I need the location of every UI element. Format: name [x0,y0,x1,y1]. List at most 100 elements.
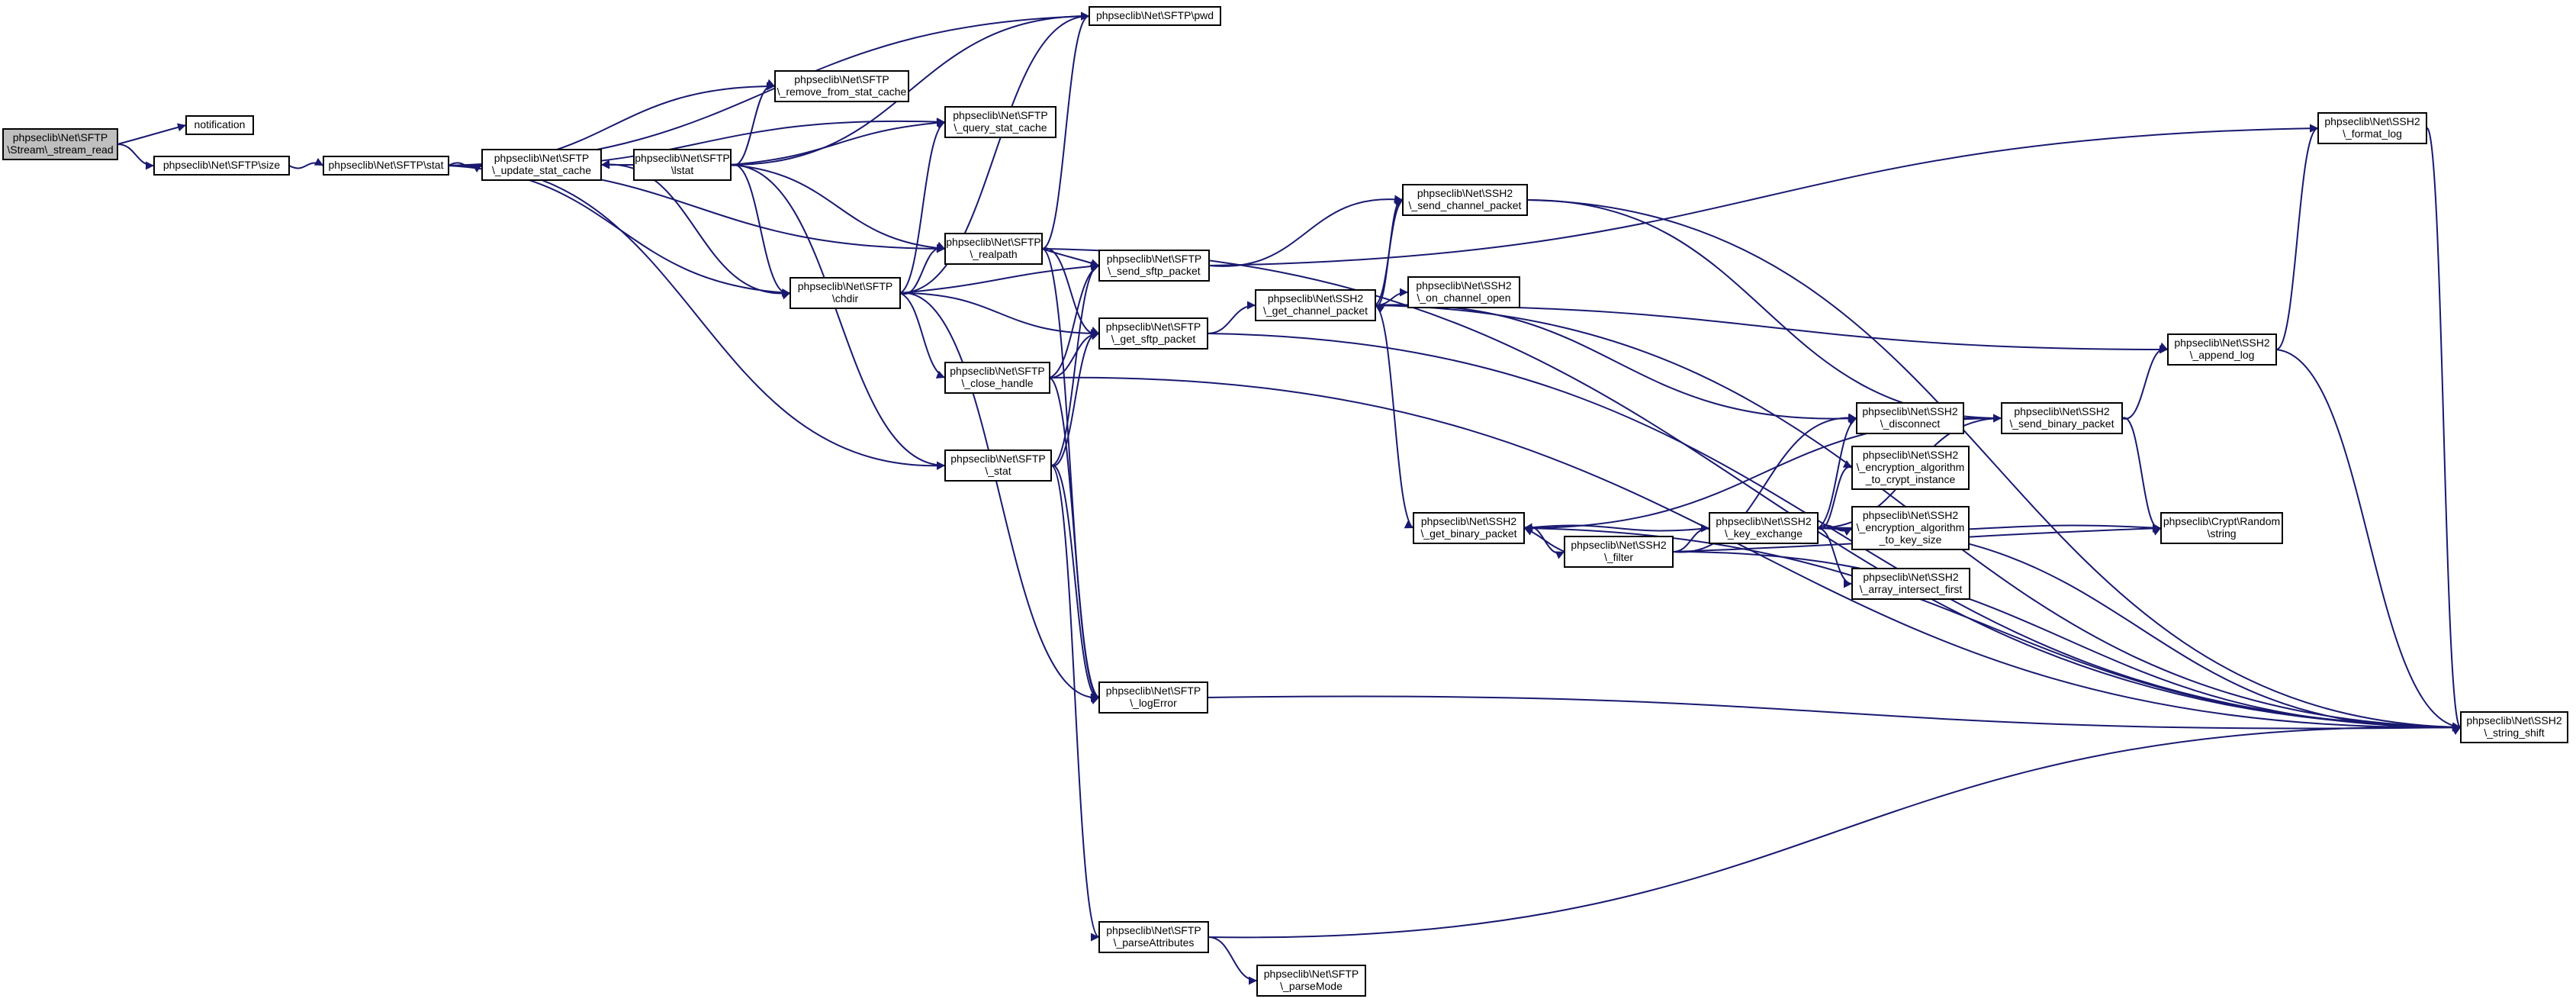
edge-key_exchange-to-get_binary_packet [1523,523,1710,532]
node-box [944,449,1052,482]
edge-key_exchange-to-encryption_algorithm_to_crypt_instance [1817,459,1853,530]
node-label-line: phpseclib\Net\SFTP [953,109,1048,121]
node-box [633,149,732,181]
node-box [790,277,901,309]
edge-parseAttributes-to-string_shift [1208,723,2462,939]
node-format-log[interactable]: phpseclib\Net\SSH2\_format_log [2317,112,2427,144]
node-notification[interactable]: notification [185,115,254,135]
node-query-stat-cache[interactable]: phpseclib\Net\SFTP\_query_stat_cache [944,106,1056,138]
edge-realpath-to-pwd [1041,11,1090,250]
node-label-line: \_update_stat_cache [492,164,591,176]
edge-path [2275,124,2319,350]
node-box [1255,289,1376,321]
edge-path [1817,527,1853,588]
edge-chdir-to-send_sftp_packet [899,262,1100,294]
edge-path [730,164,946,253]
edge-sftp_stat-to-send_sftp_packet [1050,261,1100,466]
node-get-binary-packet[interactable]: phpseclib\Net\SSH2\_get_binary_packet [1413,512,1525,544]
edge-path [730,11,1090,166]
node-key-exchange[interactable]: phpseclib\Net\SSH2\_key_exchange [1709,512,1819,544]
node-label-line: phpseclib\Net\SSH2 [1571,539,1667,551]
edge-path [1672,413,1857,553]
node-get-sftp-packet[interactable]: phpseclib\Net\SFTP\_get_sftp_packet [1098,317,1208,350]
node-logError[interactable]: phpseclib\Net\SFTP\_logError [1098,681,1208,714]
node-stat[interactable]: phpseclib\Net\SFTP\stat [323,156,449,176]
node-send-binary-packet[interactable]: phpseclib\Net\SSH2\_send_binary_packet [2001,402,2123,434]
edge-realpath-to-get_sftp_packet [1041,247,1100,340]
node-remove-from-stat-cache[interactable]: phpseclib\Net\SFTP\_remove_from_stat_cac… [774,70,909,102]
edge-path [1375,304,2169,354]
edge-path [117,123,187,145]
edge-path [1049,264,1100,379]
edge-path [1050,261,1100,466]
node-stream-read[interactable]: phpseclib\Net\SFTP\Stream\_stream_read [2,128,118,160]
edge-get_sftp_packet-to-get_channel_packet [1207,301,1256,334]
node-string-shift[interactable]: phpseclib\Net\SSH2\_string_shift [2460,711,2568,743]
node-box [2460,711,2568,743]
edge-lstat-to-sftp_stat [730,164,946,470]
edge-sftp_stat-to-logError [1050,464,1100,704]
node-pwd[interactable]: phpseclib\Net\SFTP\pwd [1089,6,1221,26]
node-box [1098,681,1208,714]
node-label-line: phpseclib\Net\SFTP\stat [329,159,444,171]
edge-path [1523,527,2462,732]
edge-path [1208,124,2319,266]
node-size[interactable]: phpseclib\Net\SFTP\size [153,156,290,176]
node-append-log[interactable]: phpseclib\Net\SSH2\_append_log [2167,333,2277,366]
node-encryption-algorithm-to-key-size[interactable]: phpseclib\Net\SSH2\_encryption_algorithm… [1851,506,1970,550]
node-label-line: phpseclib\Net\SFTP [798,280,893,292]
node-label-line: phpseclib\Net\SFTP\size [163,159,280,171]
node-send-sftp-packet[interactable]: phpseclib\Net\SFTP\_send_sftp_packet [1098,250,1210,282]
node-on-channel-open[interactable]: phpseclib\Net\SSH2\_on_channel_open [1407,276,1520,308]
node-label-line: phpseclib\Net\SSH2 [2174,337,2270,349]
node-box [1098,250,1210,282]
node-disconnect[interactable]: phpseclib\Net\SSH2\_disconnect [1856,402,1964,434]
node-label-line: _to_crypt_instance [1865,473,1956,485]
node-box [944,106,1056,138]
edge-path [1207,695,2462,732]
node-lstat[interactable]: phpseclib\Net\SFTP\lstat [633,149,732,181]
node-close-handle[interactable]: phpseclib\Net\SFTP\_close_handle [944,362,1050,394]
edge-get_channel_packet-to-get_binary_packet [1375,304,1414,529]
node-box [2,128,118,160]
node-send-channel-packet[interactable]: phpseclib\Net\SSH2\_send_channel_packet [1402,184,1528,216]
node-label-line: \_send_binary_packet [2010,417,2115,430]
node-label-line: \_get_binary_packet [1420,527,1516,540]
edge-path [1041,11,1090,250]
node-crypt-random-string[interactable]: phpseclib\Crypt\Random\string [2160,512,2283,544]
node-label-line: \_string_shift [2484,727,2544,739]
node-sftp-stat[interactable]: phpseclib\Net\SFTP\_stat [944,449,1052,482]
node-chdir[interactable]: phpseclib\Net\SFTP\chdir [790,277,901,309]
node-label-line: \_append_log [2190,349,2255,361]
edge-send_sftp_packet-to-format_log [1208,124,2319,266]
node-label-line: phpseclib\Net\SFTP\pwd [1096,9,1214,21]
node-array-intersect-first[interactable]: phpseclib\Net\SSH2\_array_intersect_firs… [1851,568,1970,600]
node-get-channel-packet[interactable]: phpseclib\Net\SSH2\_get_channel_packet [1255,289,1376,321]
node-parseMode[interactable]: phpseclib\Net\SFTP\_parseMode [1256,965,1366,997]
edge-path [117,143,155,170]
node-label-line: \_filter [1604,551,1633,563]
node-realpath[interactable]: phpseclib\Net\SFTP\_realpath [944,233,1043,265]
node-filter[interactable]: phpseclib\Net\SSH2\_filter [1564,536,1674,568]
edge-get_channel_packet-to-append_log [1375,304,2169,354]
node-encryption-algorithm-to-crypt-instance[interactable]: phpseclib\Net\SSH2\_encryption_algorithm… [1851,446,1970,490]
node-label-line: \_close_handle [961,377,1033,389]
node-update-stat-cache[interactable]: phpseclib\Net\SFTP\_update_stat_cache [481,149,602,181]
node-box [1709,512,1819,544]
edge-filter-to-get_binary_packet [1523,527,1565,553]
node-label-line: phpseclib\Net\SFTP [946,236,1041,248]
node-label-line: notification [195,118,246,130]
edge-path [1208,723,2462,939]
node-label-line: phpseclib\Net\SFTP [1106,321,1201,333]
edge-get_binary_packet-to-string_shift [1523,527,2462,732]
node-box [1851,568,1970,600]
nodes-layer: phpseclib\Net\SFTP\Stream\_stream_read no… [2,6,2568,997]
edge-lstat-to-pwd [730,11,1090,166]
node-parseAttributes[interactable]: phpseclib\Net\SFTP\_parseAttributes [1098,921,1209,953]
edges-layer [117,11,2462,985]
node-box [1413,512,1525,544]
edge-path [448,11,1090,166]
edge-send_channel_packet-to-send_binary_packet [1526,199,2002,423]
node-label-line: \_get_sftp_packet [1111,333,1196,345]
